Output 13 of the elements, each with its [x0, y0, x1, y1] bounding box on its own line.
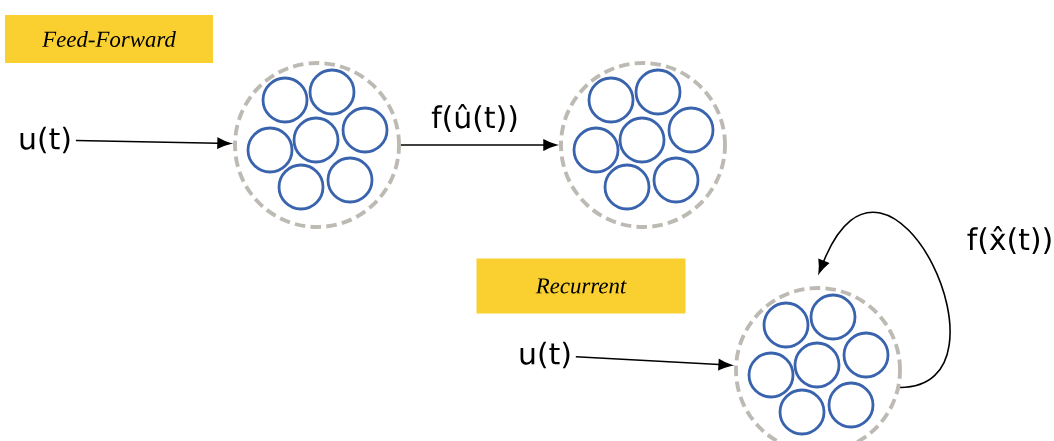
edge-label: f(û(t)) — [429, 102, 521, 134]
arrow — [818, 212, 951, 389]
edge-label: f(x̂(t)) — [965, 224, 1054, 256]
label-box: Recurrent — [476, 258, 686, 314]
neuron-cluster — [233, 61, 401, 229]
label-box: Feed-Forward — [5, 15, 213, 63]
arrow — [75, 137, 231, 149]
arrow — [575, 355, 732, 371]
arrow — [400, 139, 557, 151]
input-label: u(t) — [20, 126, 70, 154]
neuron-cluster — [559, 61, 727, 229]
input-label: u(t) — [520, 341, 570, 369]
neuron-cluster — [734, 286, 902, 441]
